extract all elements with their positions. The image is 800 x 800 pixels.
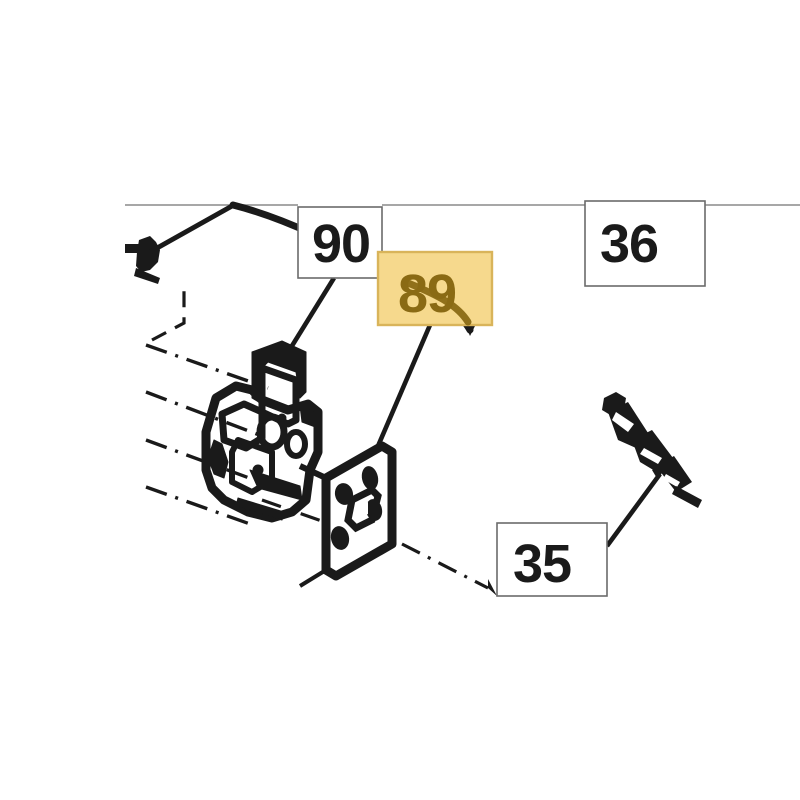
callout-35-rect[interactable] bbox=[496, 522, 608, 597]
callout-box-90[interactable]: 90 bbox=[297, 206, 383, 279]
callout-36-label: 36 bbox=[600, 214, 658, 274]
callout-box-89-highlighted[interactable]: 89 bbox=[376, 250, 494, 327]
callout-35-label: 35 bbox=[513, 534, 571, 594]
callout-box-36[interactable]: 36 bbox=[584, 200, 706, 287]
callout-36-rect[interactable] bbox=[584, 200, 706, 287]
leader-35 bbox=[605, 472, 662, 548]
leader-90 bbox=[280, 276, 336, 364]
callout-box-35[interactable]: 35 bbox=[496, 522, 608, 597]
callout-90-label: 90 bbox=[312, 214, 370, 274]
insulator-gasket-plate-part bbox=[298, 441, 397, 588]
fuel-hose-over-highlight bbox=[404, 279, 472, 326]
carburetor-body-part bbox=[201, 340, 323, 523]
clip-leader-line bbox=[148, 203, 234, 255]
fuel-line-clip-part bbox=[125, 236, 160, 284]
spark-plug-part bbox=[602, 392, 702, 508]
callout-90-rect[interactable] bbox=[297, 206, 383, 279]
leader-89 bbox=[375, 324, 433, 447]
callout-leader-lines bbox=[280, 276, 668, 548]
upper-left-dash-guide bbox=[151, 290, 186, 342]
callout-89-rect[interactable] bbox=[376, 250, 494, 327]
